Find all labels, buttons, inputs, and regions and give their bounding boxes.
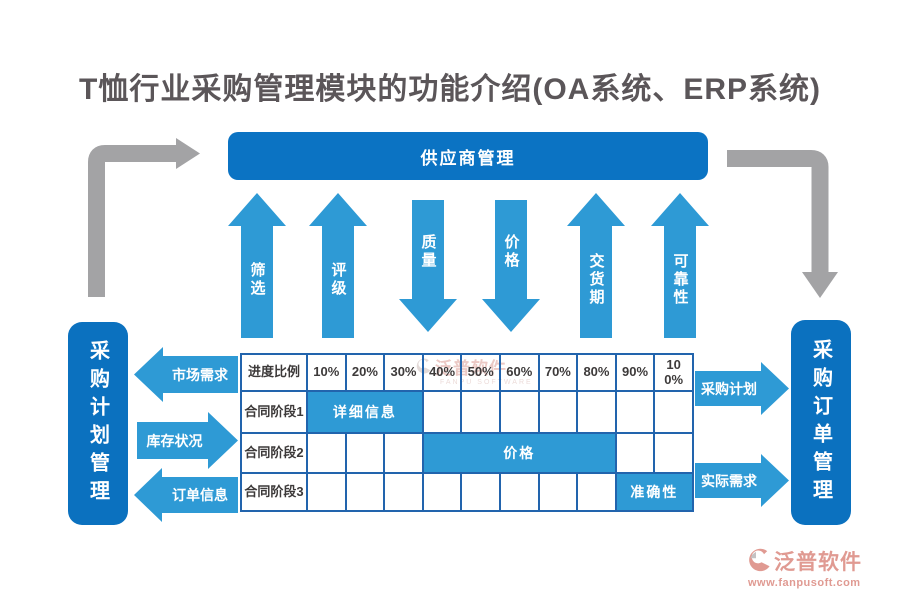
left-arrows-item-0: 市场需求	[134, 347, 238, 402]
criteria-arrow-up-4: 交货期	[567, 193, 625, 338]
table-empty-cell	[306, 472, 347, 512]
table-header-label: 进度比例	[240, 353, 308, 392]
table-empty-cell	[537, 390, 579, 434]
criteria-arrow-up-1: 评级	[309, 193, 367, 338]
criteria-arrow-down-2: 质量	[399, 200, 457, 332]
table-row-label: 合同阶段3	[240, 472, 308, 512]
criteria-arrow-label: 评级	[329, 262, 347, 298]
table-empty-cell	[653, 390, 694, 434]
fanpu-logo-name: 泛普软件	[774, 551, 862, 574]
right-arrows-item-0: 采购计划	[695, 362, 789, 415]
table-empty-cell	[344, 432, 386, 474]
table-empty-cell	[653, 432, 694, 474]
table-header-cell: 50%	[460, 353, 501, 392]
table-row-label: 合同阶段1	[240, 390, 308, 434]
criteria-arrow-label: 交货期	[587, 253, 605, 307]
table-empty-cell	[498, 390, 540, 434]
table-empty-cell	[614, 390, 656, 434]
block-arrow-label: 库存状况	[146, 432, 203, 449]
page-title: T恤行业采购管理模块的功能介绍(OA系统、ERP系统)	[79, 73, 821, 106]
table-header-cell: 100%	[653, 353, 694, 392]
table-empty-cell	[383, 432, 424, 474]
table-empty-cell	[306, 432, 347, 474]
table-empty-cell	[460, 390, 501, 434]
up-arrow-icon	[228, 193, 286, 338]
criteria-arrow-label: 价格	[502, 233, 520, 270]
table-bar-cell: 价格	[421, 432, 617, 474]
right-block-arrow-icon	[137, 412, 238, 469]
purchase-plan-box: 采购计划管理	[68, 322, 128, 525]
block-arrow-label: 采购计划	[701, 380, 757, 397]
criteria-arrow-label: 可靠性	[671, 253, 689, 307]
up-arrow-icon	[651, 193, 709, 338]
left-block-arrow-icon	[134, 347, 238, 402]
down-arrow-icon	[399, 200, 457, 332]
table-header-cell: 80%	[576, 353, 617, 392]
table-row-label: 合同阶段2	[240, 432, 308, 474]
flow-elbow-arrow-right-icon	[727, 150, 838, 298]
purchase-plan-box-label: 采购计划管理	[86, 339, 109, 508]
table-empty-cell	[576, 472, 617, 512]
right-block-arrow-icon	[695, 454, 789, 507]
table-bar-cell: 准确性	[614, 472, 694, 512]
table-header-cell: 40%	[421, 353, 463, 392]
table-empty-cell	[537, 472, 579, 512]
fanpu-logo-url: www.fanpusoft.com	[748, 577, 861, 589]
table-header-cell: 30%	[383, 353, 424, 392]
left-arrows-item-1: 库存状况	[137, 412, 238, 469]
table-header-cell: 20%	[344, 353, 386, 392]
left-arrows-item-2: 订单信息	[134, 468, 238, 522]
table-header-cell: 70%	[537, 353, 579, 392]
table-empty-cell	[344, 472, 386, 512]
table-empty-cell	[460, 472, 501, 512]
table-header-cell: 10%	[306, 353, 347, 392]
right-block-arrow-icon	[695, 362, 789, 415]
criteria-arrow-down-3: 价格	[482, 200, 540, 332]
criteria-arrow-label: 质量	[419, 233, 437, 270]
up-arrow-icon	[309, 193, 367, 338]
table-bar-cell: 详细信息	[306, 390, 424, 434]
block-arrow-label: 实际需求	[701, 472, 757, 489]
table-header-cell: 90%	[614, 353, 656, 392]
table-empty-cell	[576, 390, 617, 434]
table-empty-cell	[614, 432, 656, 474]
down-arrow-icon	[482, 200, 540, 332]
purchase-order-box: 采购订单管理	[791, 320, 851, 525]
block-arrow-label: 订单信息	[172, 487, 228, 503]
supplier-box-label: 供应商管理	[420, 148, 516, 168]
supplier-management-box: 供应商管理	[228, 132, 708, 180]
criteria-arrow-label: 筛选	[248, 262, 266, 298]
table-empty-cell	[383, 472, 424, 512]
fanpu-logo: 泛普软件 www.fanpusoft.com	[748, 546, 893, 589]
table-empty-cell	[421, 390, 463, 434]
right-arrows-item-1: 实际需求	[695, 454, 789, 507]
criteria-arrow-up-5: 可靠性	[651, 193, 709, 338]
purchase-order-box-label: 采购订单管理	[809, 338, 832, 507]
left-block-arrow-icon	[134, 468, 238, 522]
table-header-cell: 60%	[498, 353, 540, 392]
block-arrow-label: 市场需求	[172, 366, 228, 383]
up-arrow-icon	[567, 193, 625, 338]
table-empty-cell	[498, 472, 540, 512]
flow-elbow-arrow-left-icon	[88, 138, 200, 297]
criteria-arrow-up-0: 筛选	[228, 193, 286, 338]
fanpu-logo-icon	[749, 548, 770, 571]
table-empty-cell	[421, 472, 463, 512]
